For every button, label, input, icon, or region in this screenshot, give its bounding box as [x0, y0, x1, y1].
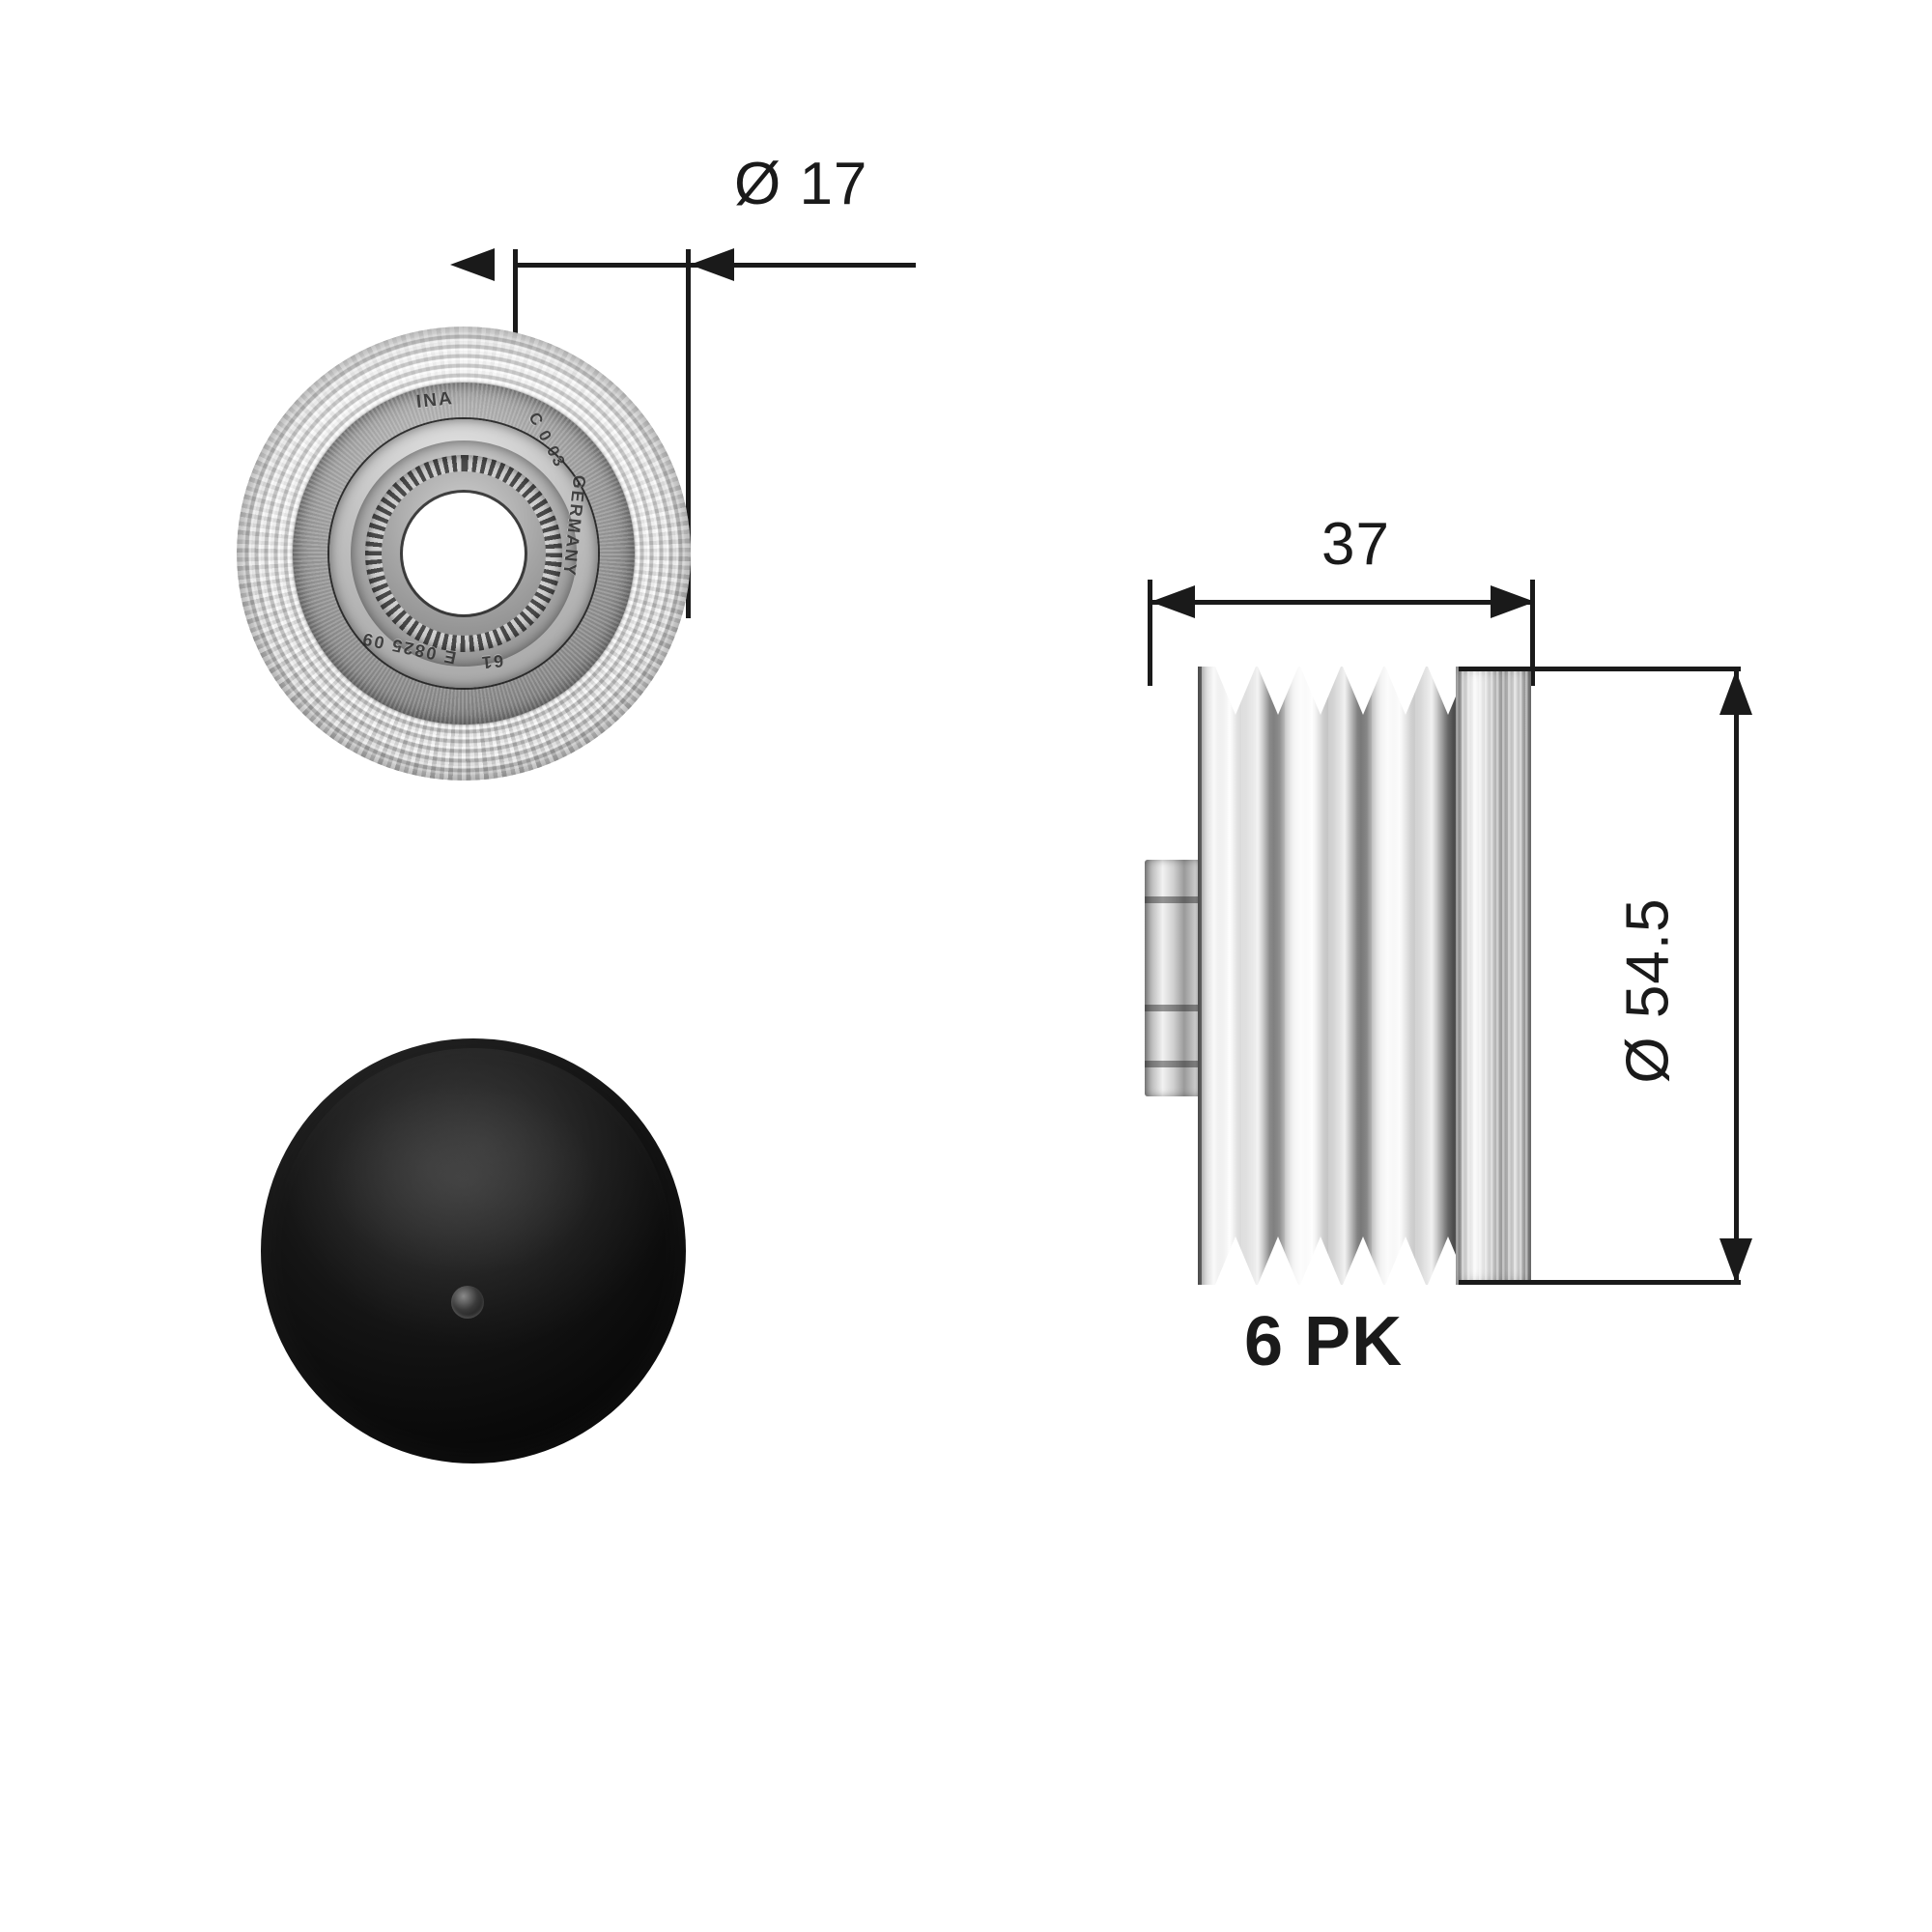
- arrow-left-icon: [690, 248, 734, 281]
- groove-notch: [1258, 1236, 1298, 1285]
- pulley-front-flange: [1456, 667, 1531, 1285]
- arrow-down-icon: [1719, 1238, 1752, 1283]
- protective-cap: [261, 1038, 686, 1463]
- groove-notch: [1300, 1236, 1341, 1285]
- pulley-rib-shading: [1198, 667, 1463, 1285]
- groove-notch: [1343, 667, 1383, 715]
- cap-highlight: [328, 1083, 599, 1276]
- od-witness-line-top: [1459, 667, 1741, 671]
- pulley-rear-boss: [1145, 860, 1205, 1096]
- groove-notch: [1385, 667, 1426, 715]
- pulley-groove-profile-top: [1198, 667, 1468, 717]
- bore-dimension-leader: [689, 263, 916, 268]
- width-dimension-label: 37: [1321, 511, 1390, 578]
- groove-notch: [1258, 667, 1298, 715]
- arrow-left-icon: [450, 248, 495, 281]
- arrow-up-icon: [1719, 670, 1752, 715]
- od-dimension-line: [1734, 670, 1739, 1283]
- pulley-front-face: INA C 0 03 GERMANY E 0825 09 61: [237, 327, 691, 781]
- bore-extension-line-right: [686, 249, 691, 618]
- bore-dimension-line: [515, 263, 689, 268]
- cap-center-pip: [451, 1286, 484, 1319]
- width-dimension-line: [1151, 600, 1533, 605]
- groove-notch: [1215, 667, 1256, 715]
- cap-rim: [274, 1048, 672, 1452]
- boss-band: [1145, 1005, 1205, 1011]
- width-extension-line-left: [1148, 580, 1152, 686]
- outer-diameter-label: Ø 54.5: [1614, 897, 1682, 1084]
- bore-diameter-label: Ø 17: [734, 151, 868, 217]
- belt-profile-label: 6 PK: [1244, 1303, 1404, 1380]
- groove-notch: [1300, 667, 1341, 715]
- pulley-left-edge: [1198, 667, 1202, 1285]
- groove-notch: [1343, 1236, 1383, 1285]
- groove-notch: [1215, 1236, 1256, 1285]
- pulley-flange-turning-marks: [1456, 667, 1531, 1285]
- boss-band: [1145, 1061, 1205, 1067]
- boss-band: [1145, 896, 1205, 903]
- arrow-right-icon: [1491, 585, 1535, 618]
- pulley-center-bore: [403, 493, 525, 614]
- groove-notch: [1385, 1236, 1426, 1285]
- marking-brand: INA: [414, 388, 455, 412]
- marking-code-prefix: 61: [479, 650, 505, 673]
- pulley-groove-profile-bottom: [1198, 1235, 1468, 1285]
- pulley-side-profile: [1145, 667, 1531, 1285]
- width-extension-line-right: [1530, 580, 1535, 686]
- arrow-left-icon: [1151, 585, 1195, 618]
- od-witness-line-bottom: [1459, 1280, 1741, 1285]
